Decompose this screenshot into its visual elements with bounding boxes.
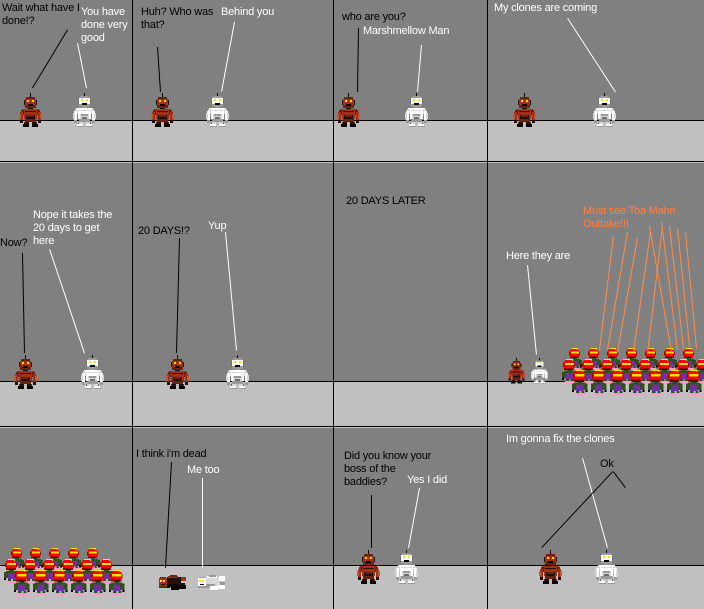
hero-line-2: Huh? Who was that? xyxy=(141,6,214,31)
robot-line-2: Behind you xyxy=(221,6,275,18)
panel-sky xyxy=(334,163,487,381)
hero-sprite xyxy=(538,550,563,584)
panel-9 xyxy=(0,428,132,609)
clone-sprite xyxy=(591,370,608,396)
robot-sprite xyxy=(205,93,230,127)
clone-sprite xyxy=(71,570,88,596)
panel-4 xyxy=(488,0,704,160)
hero-dead-sprite xyxy=(157,573,187,591)
panel-sky xyxy=(0,163,132,381)
clone-sprite xyxy=(52,570,69,596)
clone-sprite xyxy=(14,570,31,596)
leader-15 xyxy=(371,495,372,548)
clone-sprite xyxy=(572,370,589,396)
robot-dead-sprite xyxy=(196,573,226,591)
hero-sprite xyxy=(336,93,361,127)
hero-line-12: Ok xyxy=(600,458,614,470)
robot-line-1: You have done very good xyxy=(81,6,128,44)
hero-sprite xyxy=(356,550,381,584)
robot-sprite xyxy=(80,355,105,389)
robot-line-11: Yes I did xyxy=(407,474,447,486)
hero-line-6: 20 DAYS!? xyxy=(138,225,190,237)
robot-line-3: Marshmellow Man xyxy=(363,25,450,37)
clone-sprite xyxy=(562,359,578,383)
robot-sprite xyxy=(72,93,97,127)
robot-sprite xyxy=(225,355,250,389)
clone-sprite xyxy=(686,370,703,396)
clone-sprite xyxy=(667,370,684,396)
hero-line-1: Wait what have I done!? xyxy=(2,2,80,27)
clone-sprite xyxy=(90,570,107,596)
leader-14 xyxy=(202,478,203,568)
robot-sprite xyxy=(594,550,619,584)
horizon-row3 xyxy=(0,565,704,566)
clone-sprite xyxy=(648,370,665,396)
panel-sky xyxy=(488,428,704,565)
panel-sky xyxy=(334,428,487,565)
caption-20-days-later: 20 DAYS LATER xyxy=(346,195,426,207)
robot-sprite xyxy=(404,93,429,127)
robot-line-10: Me too xyxy=(187,464,220,476)
panel-sky xyxy=(0,428,132,565)
clone-sprite xyxy=(610,370,627,396)
promo-line: Must see Toa Mahri Outtake!!! xyxy=(583,205,676,230)
hero-sprite xyxy=(165,355,190,389)
panel-ground xyxy=(0,120,132,160)
panel-divider-v1 xyxy=(132,0,133,609)
panel-sky xyxy=(133,163,333,381)
robot-line-5: Nope it takes the 20 days to get here xyxy=(33,209,113,247)
hero-sprite xyxy=(507,358,526,384)
hero-line-10: I think i'm dead xyxy=(136,448,207,460)
hero-sprite xyxy=(512,93,537,127)
hero-sprite xyxy=(150,93,175,127)
panel-ground xyxy=(334,381,487,425)
robot-sprite xyxy=(592,93,617,127)
hero-sprite xyxy=(13,355,38,389)
robot-sprite xyxy=(530,358,549,384)
hero-line-3: who are you? xyxy=(342,11,406,23)
row-divider-h2 xyxy=(0,426,704,427)
clone-sprite xyxy=(109,570,126,596)
robot-line-8: Here they are xyxy=(506,250,571,262)
robot-line-4: My clones are coming xyxy=(494,2,597,14)
panel-divider-v2 xyxy=(333,0,334,609)
robot-line-6: Yup xyxy=(208,220,227,232)
hero-sprite xyxy=(18,93,43,127)
robot-line-12: Im gonna fix the clones xyxy=(506,433,615,445)
hero-line-5: Now? xyxy=(0,237,28,249)
clone-sprite xyxy=(33,570,50,596)
row-divider-h1 xyxy=(0,161,704,162)
hero-line-11: Did you know your boss of the baddies? xyxy=(344,450,432,488)
horizon-row2 xyxy=(0,381,704,382)
panel-divider-v3 xyxy=(487,0,488,609)
panel-1 xyxy=(0,0,132,160)
panel-sky xyxy=(0,0,132,120)
clone-sprite xyxy=(629,370,646,396)
panel-ground xyxy=(488,120,704,160)
robot-sprite xyxy=(394,550,419,584)
